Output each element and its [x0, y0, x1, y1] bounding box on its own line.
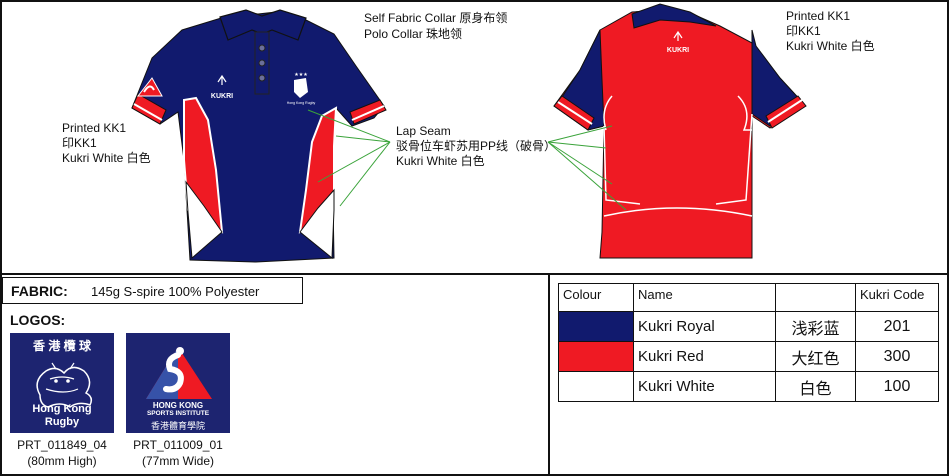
- logo-rugby-code: PRT_011849_04: [17, 438, 107, 452]
- colour-code: 300: [855, 341, 939, 372]
- annotation-print-left-1: Printed KK1: [62, 121, 127, 135]
- logos-title: LOGOS:: [10, 312, 66, 328]
- logo-hk-sports-institute: HONG KONG SPORTS INSTITUTE 香港體育學院: [126, 333, 230, 433]
- shirt-drawing: KUKRI ★★★ Hong Kong Rugby KU: [131, 3, 807, 263]
- section-divider-vertical: [548, 273, 550, 476]
- logo-hksi-name-2: SPORTS INSTITUTE: [146, 410, 210, 417]
- header-colour: Colour: [558, 283, 634, 312]
- annotation-lap-seam-3: Kukri White 白色: [396, 154, 485, 168]
- svg-text:Hong Kong Rugby: Hong Kong Rugby: [287, 101, 316, 105]
- header-blank: [775, 283, 856, 312]
- annotation-print-right-1: Printed KK1: [786, 9, 851, 23]
- logo-hksi-name-1: HONG KONG: [152, 401, 204, 410]
- header-kukri-code: Kukri Code: [855, 283, 939, 312]
- logo-hksi-size: (77mm Wide): [141, 454, 214, 468]
- svg-text:★★★: ★★★: [294, 72, 308, 78]
- logo-rugby-cn-text: 香 港 欖 球: [32, 339, 91, 353]
- annotation-lap-seam-1: Lap Seam: [396, 124, 451, 138]
- colour-name: Kukri White: [633, 371, 776, 402]
- logo-rugby-name-2: Rugby: [44, 416, 80, 428]
- annotation-print-right-3: Kukri White 白色: [786, 39, 875, 53]
- annotation-collar-2: Polo Collar 珠地领: [364, 27, 463, 41]
- annotation-collar-1: Self Fabric Collar 原身布领: [364, 11, 508, 25]
- colour-code: 201: [855, 311, 939, 342]
- colour-name-cn: 大红色: [775, 341, 856, 372]
- colour-name: Kukri Royal: [633, 311, 776, 342]
- annotation-print-right-2: 印KK1: [786, 24, 821, 38]
- logo-rugby-size: (80mm High): [27, 454, 97, 468]
- fabric-label: FABRIC:: [11, 283, 68, 299]
- lap-seam-pointers: [307, 109, 627, 211]
- front-shirt: KUKRI ★★★ Hong Kong Rugby: [131, 9, 387, 263]
- colour-swatch: [558, 311, 634, 342]
- back-shirt: KUKRI: [553, 3, 807, 259]
- colour-swatch: [558, 341, 634, 372]
- back-collar: [631, 3, 717, 29]
- colour-name: Kukri Red: [633, 341, 776, 372]
- back-brand-text: KUKRI: [667, 47, 689, 54]
- table-row: Kukri White 白色 100: [558, 371, 939, 402]
- colour-table: Colour Name Kukri Code Kukri Royal 浅彩蓝 2…: [558, 283, 939, 402]
- front-crest: ★★★ Hong Kong Rugby: [287, 72, 316, 105]
- colour-code: 100: [855, 371, 939, 402]
- front-sleeve-logo: [136, 77, 163, 97]
- annotation-print-left-2: 印KK1: [62, 136, 97, 150]
- section-divider: [0, 273, 949, 275]
- colour-name-cn: 浅彩蓝: [775, 311, 856, 342]
- dragon-icon: [36, 362, 93, 408]
- table-row: Kukri Royal 浅彩蓝 201: [558, 311, 939, 342]
- header-name: Name: [633, 283, 776, 312]
- fabric-box: FABRIC: 145g S-spire 100% Polyester: [2, 277, 303, 304]
- front-collar: [219, 9, 307, 41]
- annotation-lap-seam-2: 驳骨位车虾苏用PP线（破骨）: [396, 139, 557, 153]
- logo-hksi-code: PRT_011009_01: [133, 438, 223, 452]
- colour-name-cn: 白色: [775, 371, 856, 402]
- logo-hong-kong-rugby: 香 港 欖 球 Hong Kong Rugby: [10, 333, 114, 433]
- annotation-print-left-3: Kukri White 白色: [62, 151, 151, 165]
- colour-swatch: [558, 371, 634, 402]
- table-row: Kukri Red 大红色 300: [558, 341, 939, 372]
- front-brand-text: KUKRI: [211, 93, 233, 100]
- sports-institute-emblem-icon: [146, 347, 212, 399]
- logo-hksi-name-cn: 香港體育學院: [150, 421, 205, 431]
- logo-rugby-name-1: Hong Kong: [32, 403, 92, 415]
- colour-table-header: Colour Name Kukri Code: [558, 283, 939, 312]
- fabric-value: 145g S-spire 100% Polyester: [91, 284, 260, 299]
